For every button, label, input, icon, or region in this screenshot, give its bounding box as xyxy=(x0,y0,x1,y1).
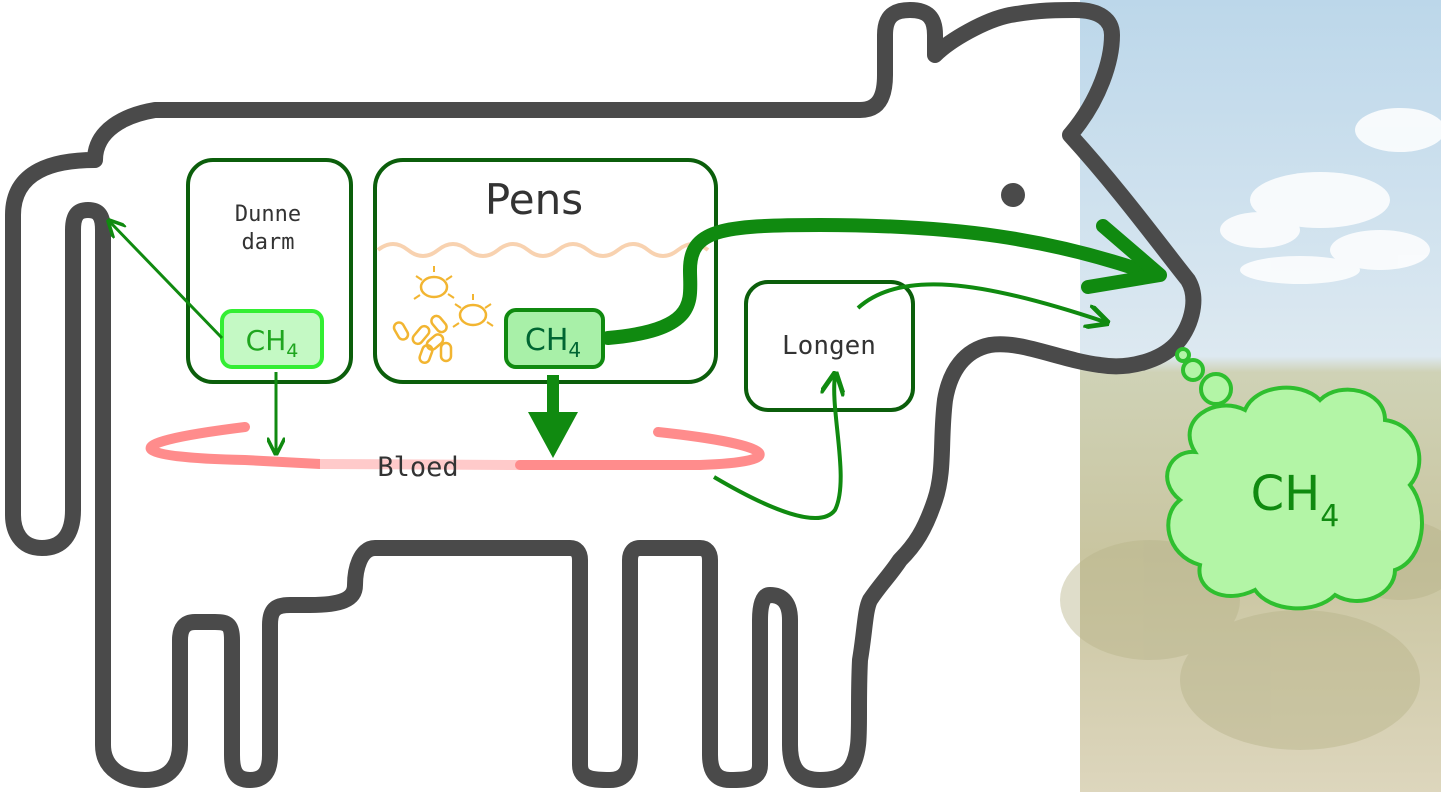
rumen-to-blood-arrowhead xyxy=(528,412,578,458)
rumen-label: Pens xyxy=(485,175,583,224)
lungs-to-mouth-arrow xyxy=(858,284,1105,322)
rumen-contents-wave xyxy=(378,244,708,256)
intestine-to-tail-arrow xyxy=(110,222,222,338)
rumen-microbes xyxy=(392,266,493,364)
arrows xyxy=(110,222,1160,518)
cow-body-outline xyxy=(13,10,1193,780)
cow-eye xyxy=(1001,183,1025,207)
small-intestine-label-line1: Dunne xyxy=(235,202,301,227)
blood-label: Bloed xyxy=(377,452,458,483)
small-intestine-label-line2: darm xyxy=(242,230,295,255)
lungs-label: Longen xyxy=(782,331,876,361)
landscape-background xyxy=(1060,0,1441,792)
